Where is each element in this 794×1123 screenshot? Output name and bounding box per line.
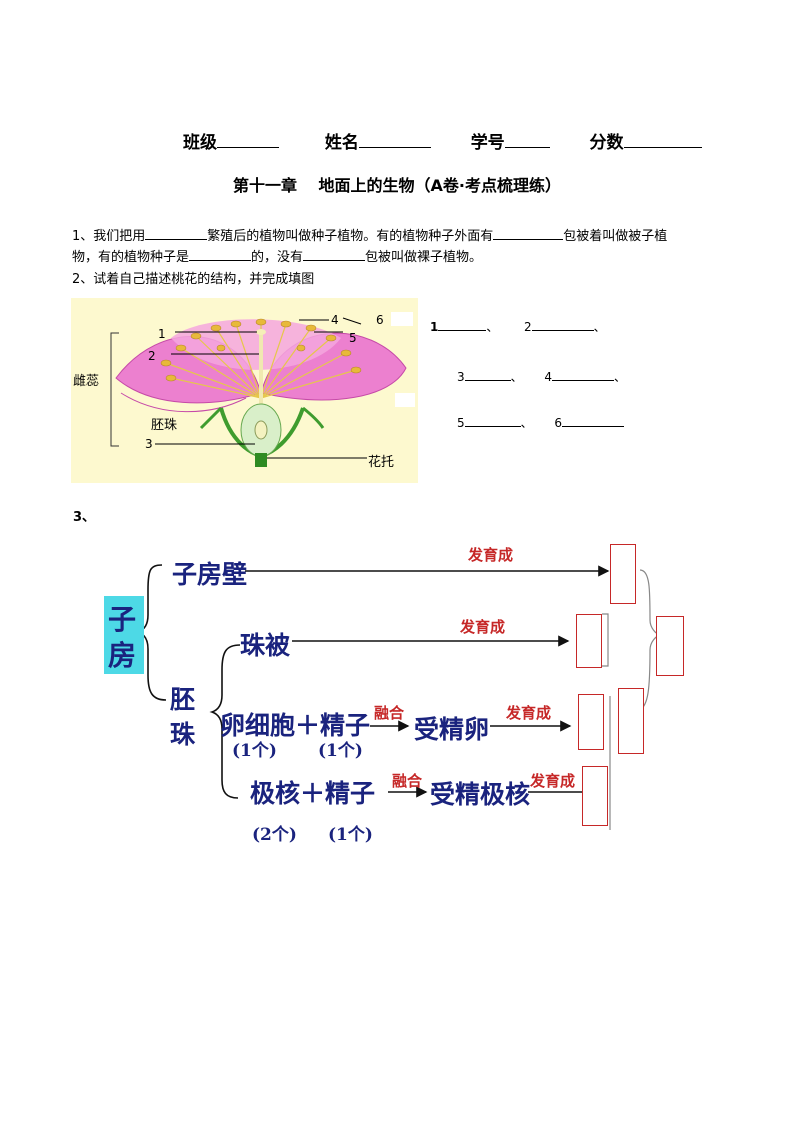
answer-row-3: 5 、 6 [457,414,624,431]
answer-sep: 、 [520,416,533,430]
sperm-count-2: (1个) [328,825,373,845]
q1-text: 包被叫做裸子植物。 [365,250,483,265]
id-field[interactable] [504,131,550,148]
answer-box-5[interactable] [656,616,684,676]
answer-box-1[interactable] [610,544,636,604]
answer-blank-3[interactable] [464,368,511,381]
label-pistil: 雌蕊 [73,374,100,389]
name-label: 姓名 [324,133,359,153]
q1-blank-1[interactable] [145,227,208,240]
answer-box-3[interactable] [578,694,604,750]
answer-number: 5 [457,416,465,430]
diagram-lines [135,564,661,830]
q1-blank-3[interactable] [189,248,252,261]
q1-text: 1、我们把用 [72,229,146,244]
develop-label-1: 发育成 [468,546,514,564]
question-3-label: 3、 [73,510,96,525]
q1-text: 的，没有 [251,250,304,265]
score-field[interactable] [623,131,702,148]
question-1-line-1: 1、我们把用 繁殖后的植物叫做种子植物。有的植物种子外面有 包被着叫做被子植 [72,226,667,248]
answer-number: 3 [457,370,465,384]
label-receptacle: 花托 [368,455,395,470]
label-1: 1 [158,327,166,341]
answer-box-4[interactable] [618,688,644,754]
zygote-label: 受精卵 [414,715,490,744]
ovule-char-2: 珠 [170,720,196,749]
answer-number: 2 [524,320,532,334]
answer-number: 1 [430,320,439,334]
answer-number: 4 [544,370,552,384]
q1-blank-2[interactable] [493,227,564,240]
ovary-development-diagram: 子 房 子房壁 发育成 胚 珠 珠被 发育成 卵细胞＋精子 (1个) (1个) … [100,530,700,850]
flower-illustration [110,312,415,467]
ovary-char-1: 子 [108,603,137,636]
answer-sep: 、 [486,320,499,334]
label-6: 6 [376,313,384,327]
q1-text: 包被着叫做被子植 [563,229,668,244]
develop-label-4: 发育成 [530,772,576,790]
polar-sperm-label: 极核＋精子 [250,779,376,808]
answer-box-6[interactable] [582,766,608,826]
label-4: 4 [331,313,339,327]
fusion-label-1: 融合 [374,704,405,722]
answer-blank-6[interactable] [561,414,624,427]
id-label: 学号 [470,133,505,153]
answer-row-2: 3 、 4 、 [457,368,626,385]
egg-count: (1个) [232,741,277,761]
ovary-box [104,596,144,674]
name-field[interactable] [358,131,431,148]
peach-flower-diagram [71,298,418,483]
q1-blank-4[interactable] [303,248,366,261]
header-row: 班级 姓名 学号 分数 [183,128,702,153]
develop-label-2: 发育成 [460,618,506,636]
answer-number: 6 [554,416,562,430]
ovary-wall-label: 子房壁 [172,560,248,589]
fusion-label-2: 融合 [392,772,423,790]
q1-text: 繁殖后的植物叫做种子植物。有的植物种子外面有 [207,229,494,244]
integument-label: 珠被 [240,631,291,660]
answer-row-1: 1 、 2 、 [430,318,606,335]
q1-text: 物，有的植物种子是 [72,250,190,265]
question-1-line-2: 物，有的植物种子是 的，没有 包被叫做裸子植物。 [72,247,482,269]
ovary-char-2: 房 [108,639,137,672]
fertilized-polar-label: 受精极核 [430,780,531,809]
question-2-text: 2、试着自己描述桃花的结构，并完成填图 [72,272,315,287]
ovule-char-1: 胚 [170,685,196,714]
answer-sep: 、 [613,370,626,384]
egg-sperm-label: 卵细胞＋精子 [220,711,371,740]
score-label: 分数 [589,133,624,153]
label-2: 2 [148,349,156,363]
answer-blank-5[interactable] [464,414,521,427]
label-ovule: 胚珠 [151,418,178,433]
answer-blank-4[interactable] [551,368,614,381]
class-field[interactable] [217,131,279,148]
answer-sep: 、 [593,320,606,334]
page-title: 第十一章 地面上的生物（A卷·考点梳理练） [232,176,562,195]
answer-blank-2[interactable] [531,318,594,331]
sperm-count-1: (1个) [318,741,363,761]
answer-blank-1[interactable] [438,318,487,331]
label-3: 3 [145,437,153,451]
answer-sep: 、 [510,370,523,384]
answer-box-2[interactable] [576,614,602,668]
class-label: 班级 [183,133,217,153]
polar-count: (2个) [252,825,297,845]
develop-label-3: 发育成 [506,704,552,722]
label-5: 5 [349,331,357,345]
